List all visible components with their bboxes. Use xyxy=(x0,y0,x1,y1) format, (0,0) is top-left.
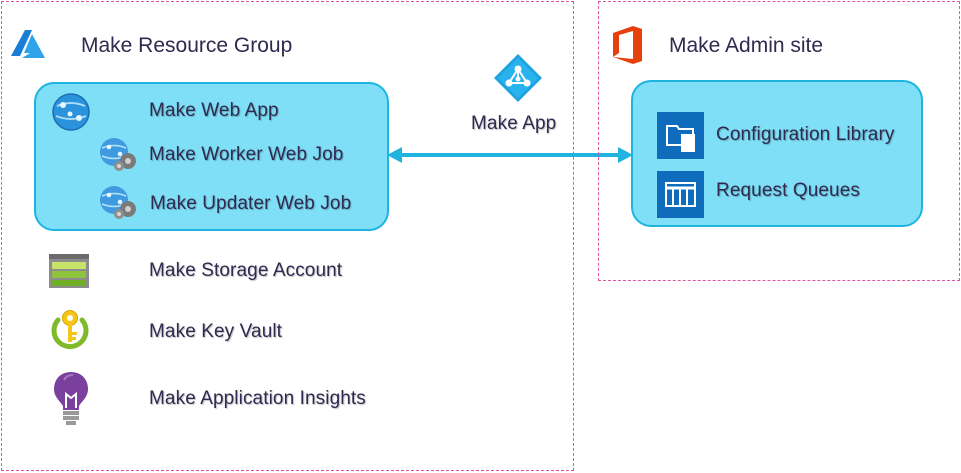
application-insights-label: Make Application Insights xyxy=(149,388,366,409)
configuration-library-label: Configuration Library xyxy=(716,124,895,145)
connector-label: Make App xyxy=(471,113,557,134)
key-vault-label: Make Key Vault xyxy=(149,321,283,342)
resource-group-title: Make Resource Group xyxy=(81,34,293,57)
web-app-icon xyxy=(51,92,91,132)
azure-icon xyxy=(10,28,46,60)
list-icon xyxy=(657,171,704,218)
web-job-icon xyxy=(98,136,140,172)
request-queues-label: Request Queues xyxy=(716,180,860,201)
lightbulb-icon xyxy=(52,370,90,428)
web-job-icon xyxy=(98,184,140,220)
admin-site-container xyxy=(598,1,960,281)
bidirectional-arrow xyxy=(386,145,634,165)
worker-web-job-label: Make Worker Web Job xyxy=(149,144,344,165)
updater-web-job-label: Make Updater Web Job xyxy=(150,193,352,214)
admin-site-title: Make Admin site xyxy=(669,34,824,57)
app-registration-icon xyxy=(493,53,543,103)
storage-account-label: Make Storage Account xyxy=(149,260,343,281)
web-app-label: Make Web App xyxy=(149,100,279,121)
resource-group-container xyxy=(1,1,574,471)
storage-icon xyxy=(48,253,90,289)
key-vault-icon xyxy=(49,308,91,352)
app-services-box xyxy=(34,82,389,231)
library-icon xyxy=(657,112,704,159)
office-icon xyxy=(609,25,645,65)
